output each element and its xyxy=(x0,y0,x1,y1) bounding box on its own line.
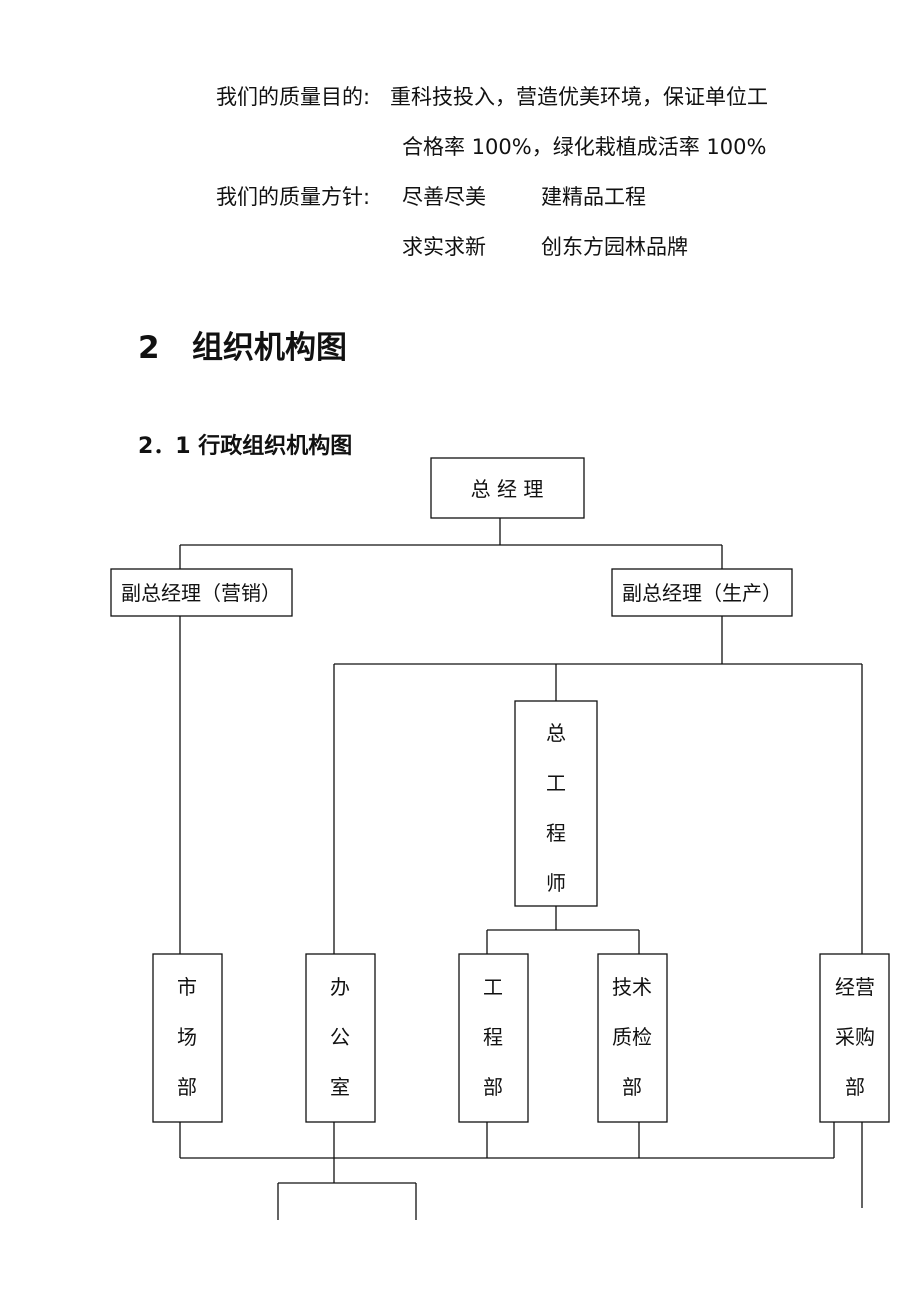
dept-tech-quality-line-2: 质检 xyxy=(612,1025,652,1049)
box-vgm-production: 副总经理（生产） xyxy=(611,568,793,617)
subsection-heading: 2．1 行政组织机构图 xyxy=(138,434,353,459)
dept-office-line-2: 公 xyxy=(330,1025,350,1049)
quality-policy-1b: 建精品工程 xyxy=(541,185,646,209)
box-vgm-sales: 副总经理（营销） xyxy=(110,568,293,617)
dept-market-line-1: 市 xyxy=(177,975,197,999)
box-dept-procurement: 经营 采购 部 xyxy=(819,953,890,1123)
vgm-production-label: 副总经理（生产） xyxy=(622,581,782,605)
quality-goal-label: 我们的质量目的: xyxy=(216,85,371,109)
dept-engineering-line-3: 部 xyxy=(483,1075,503,1099)
box-general-manager: 总 经 理 xyxy=(430,457,585,519)
quality-goal-line2: 合格率 100%，绿化栽植成活率 100% xyxy=(402,135,767,159)
vgm-sales-label: 副总经理（营销） xyxy=(121,581,281,605)
dept-office-line-3: 室 xyxy=(330,1075,350,1099)
dept-market-line-2: 场 xyxy=(177,1025,197,1049)
chief-engineer-char-1: 总 xyxy=(546,721,566,745)
box-dept-office: 办 公 室 xyxy=(305,953,376,1123)
dept-tech-quality-line-1: 技术 xyxy=(612,975,652,999)
section-heading: 2 组织机构图 xyxy=(138,322,347,367)
dept-tech-quality-line-3: 部 xyxy=(622,1075,642,1099)
box-dept-market: 市 场 部 xyxy=(152,953,223,1123)
dept-engineering-line-1: 工 xyxy=(483,975,503,999)
box-chief-engineer: 总 工 程 师 xyxy=(514,700,598,907)
dept-procurement-line-2: 采购 xyxy=(835,1025,875,1049)
box-dept-tech-quality: 技术 质检 部 xyxy=(597,953,668,1123)
box-dept-engineering: 工 程 部 xyxy=(458,953,529,1123)
general-manager-label: 总 经 理 xyxy=(471,477,544,501)
chief-engineer-char-4: 师 xyxy=(546,871,566,895)
quality-policy-2b: 创东方园林品牌 xyxy=(541,235,688,259)
quality-policy-2a: 求实求新 xyxy=(402,235,486,259)
dept-office-line-1: 办 xyxy=(330,975,350,999)
org-connectors xyxy=(179,518,863,1220)
chief-engineer-char-2: 工 xyxy=(546,771,566,795)
quality-policy-1a: 尽善尽美 xyxy=(402,185,486,209)
quality-policy-label: 我们的质量方针: xyxy=(216,185,371,209)
section-number: 2 xyxy=(138,330,160,366)
quality-goal-line1: 重科技投入，营造优美环境，保证单位工 xyxy=(390,85,768,109)
chief-engineer-char-3: 程 xyxy=(546,821,566,845)
section-title: 组织机构图 xyxy=(192,330,347,366)
dept-market-line-3: 部 xyxy=(177,1075,197,1099)
dept-procurement-line-1: 经营 xyxy=(835,975,875,999)
dept-engineering-line-2: 程 xyxy=(483,1025,503,1049)
dept-procurement-line-3: 部 xyxy=(845,1075,865,1099)
